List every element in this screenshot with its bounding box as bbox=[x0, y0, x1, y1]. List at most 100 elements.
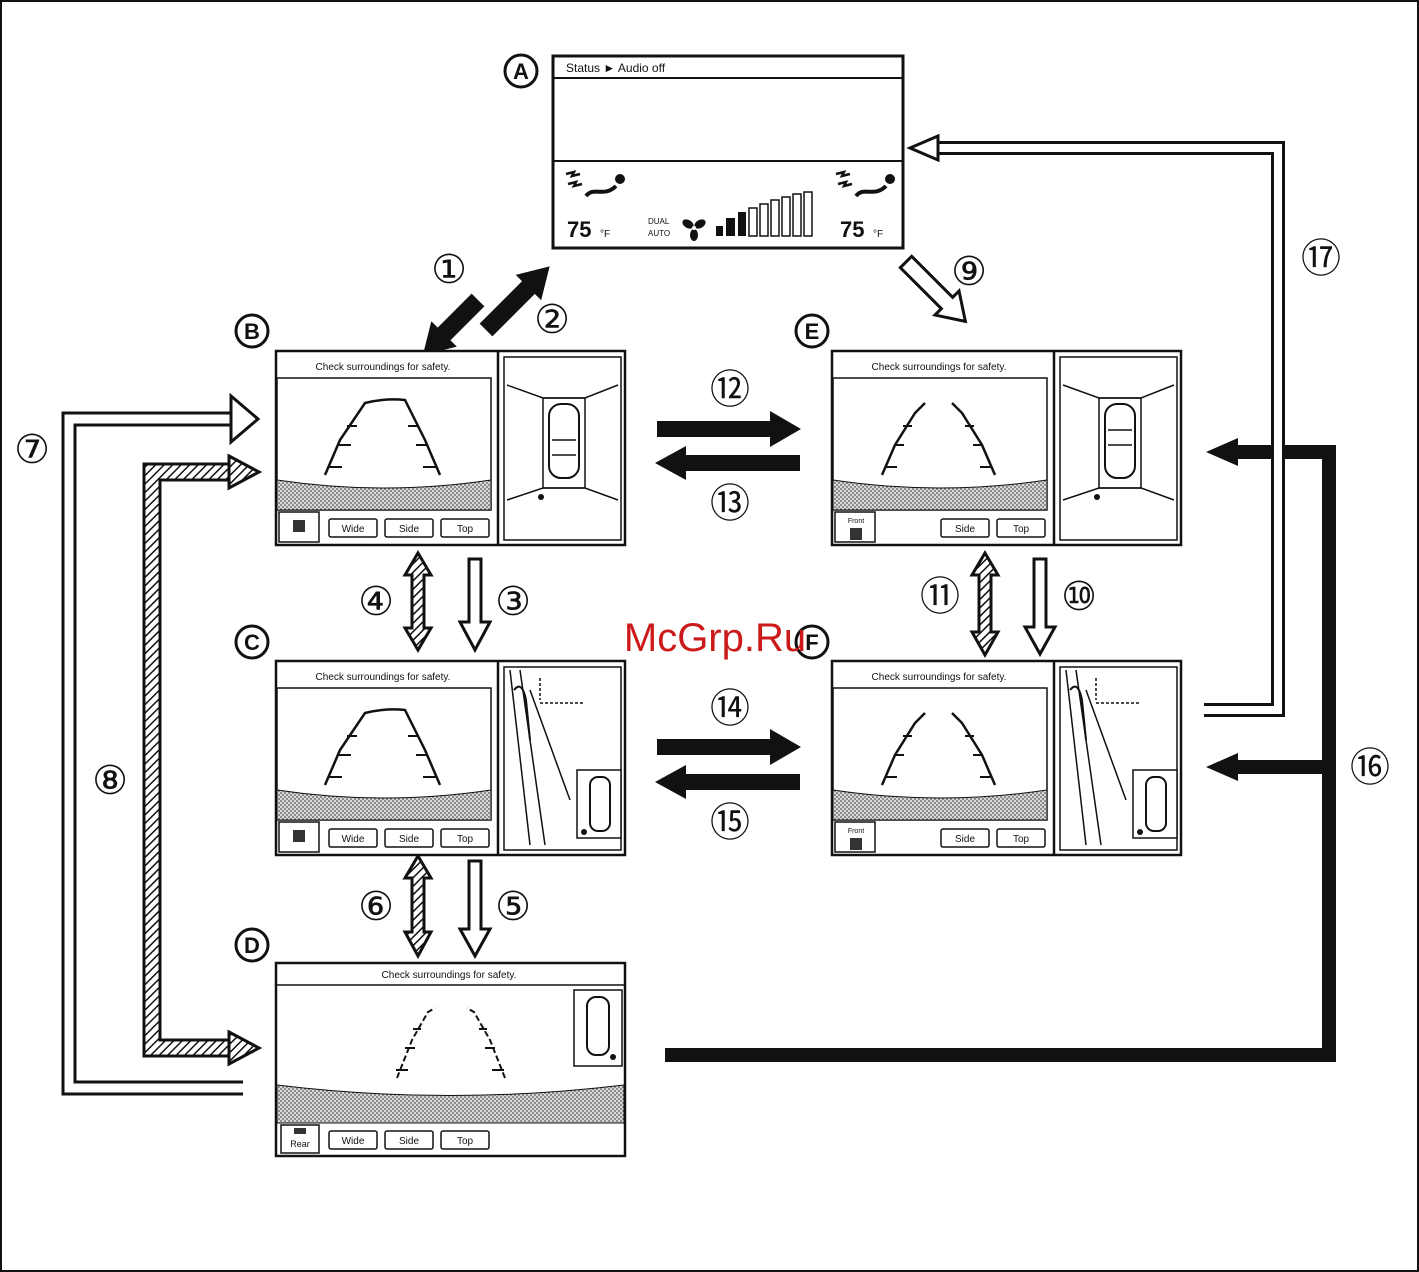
screen-b-top-button: Top bbox=[457, 524, 474, 535]
temp-left-unit: °F bbox=[600, 229, 610, 240]
screen-e-side-button: Side bbox=[955, 524, 975, 535]
connector-16-head-e bbox=[1206, 438, 1238, 466]
screen-b-message: Check surroundings for safety. bbox=[316, 362, 451, 373]
screen-f-message: Check surroundings for safety. bbox=[872, 672, 1007, 683]
screen-d-wide-button: Wide bbox=[342, 1136, 365, 1147]
step-10: ⑩ bbox=[1061, 575, 1097, 619]
temp-right-unit: °F bbox=[873, 229, 883, 240]
connector-12 bbox=[657, 411, 801, 447]
screen-e-top-button: Top bbox=[1013, 524, 1030, 535]
screen-labels: A B C D E F bbox=[234, 53, 830, 963]
step-13: ⑬ bbox=[710, 482, 750, 526]
screen-d-side-button: Side bbox=[399, 1136, 419, 1147]
step-17: ⑰ bbox=[1301, 237, 1341, 281]
screen-b: Check surroundings for safety. Wide Side… bbox=[274, 349, 627, 547]
screen-c-wide-button: Wide bbox=[342, 834, 365, 845]
dual-label: DUAL bbox=[648, 217, 670, 226]
step-7: ⑦ bbox=[14, 428, 50, 472]
connector-10 bbox=[1022, 557, 1058, 658]
connector-2 bbox=[479, 266, 550, 337]
connector-8-head-bottom bbox=[227, 1029, 263, 1067]
screen-f-side-button: Side bbox=[955, 834, 975, 845]
fan-speed-bars bbox=[716, 191, 813, 237]
screen-e-top-view bbox=[1059, 356, 1178, 541]
screen-c-side-button: Side bbox=[399, 834, 419, 845]
connector-11 bbox=[969, 550, 1001, 659]
connector-13 bbox=[655, 446, 800, 480]
screen-c-message: Check surroundings for safety. bbox=[316, 672, 451, 683]
connector-16-head-f bbox=[1206, 753, 1238, 781]
connector-3 bbox=[457, 557, 493, 654]
label-c: C bbox=[244, 630, 260, 655]
screen-b-wide-button: Wide bbox=[342, 524, 365, 535]
connector-7-head bbox=[229, 392, 261, 446]
screen-c-ground bbox=[276, 789, 492, 821]
watermark: McGrp.Ru bbox=[624, 616, 806, 660]
step-8: ⑧ bbox=[92, 759, 128, 803]
screen-b-guideline bbox=[323, 398, 442, 476]
step-16: ⑯ bbox=[1350, 746, 1390, 790]
screen-f: Check surroundings for safety. Front Sid… bbox=[830, 659, 1183, 857]
label-f: F bbox=[805, 630, 818, 655]
screen-b-ground bbox=[276, 479, 492, 511]
fan-icon bbox=[682, 219, 706, 241]
screen-c: Check surroundings for safety. Wide Side… bbox=[274, 659, 627, 857]
screen-f-top-button: Top bbox=[1013, 834, 1030, 845]
connector-9 bbox=[898, 254, 968, 324]
screen-f-ground bbox=[832, 789, 1048, 821]
connector-5 bbox=[457, 859, 493, 960]
screen-e-message: Check surroundings for safety. bbox=[872, 362, 1007, 373]
screen-d-ground bbox=[276, 1084, 625, 1124]
connector-8-fill bbox=[145, 465, 235, 1055]
connector-15 bbox=[655, 765, 800, 799]
screen-c-guideline bbox=[323, 708, 442, 786]
screen-b-side-button: Side bbox=[399, 524, 419, 535]
screen-a-frame bbox=[551, 54, 905, 250]
step-15: ⑮ bbox=[710, 801, 750, 845]
label-e: E bbox=[805, 319, 820, 344]
screen-d-frame bbox=[274, 961, 627, 1158]
step-9: ⑨ bbox=[951, 250, 987, 294]
connector-8-head-top bbox=[227, 453, 263, 491]
connectors bbox=[61, 133, 1336, 1096]
step-2: ② bbox=[534, 298, 570, 342]
screen-e: Check surroundings for safety. Front Sid… bbox=[830, 349, 1183, 547]
connector-14 bbox=[657, 729, 801, 765]
right-climate-icon bbox=[835, 170, 895, 198]
left-climate-icon bbox=[565, 170, 625, 198]
connector-8-outline bbox=[142, 462, 235, 1058]
step-4: ④ bbox=[358, 580, 394, 624]
connector-7-fill bbox=[64, 414, 243, 1093]
screen-f-front-button: Front bbox=[848, 828, 864, 835]
screen-d-message: Check surroundings for safety. bbox=[382, 970, 517, 981]
screen-a: Status ► Audio off 75 °F 75 °F DUAL AUTO bbox=[551, 54, 905, 250]
connector-17-head bbox=[906, 133, 940, 163]
step-11: ⑪ bbox=[920, 575, 960, 619]
screen-b-top-view bbox=[503, 356, 622, 541]
step-14: ⑭ bbox=[710, 687, 750, 731]
screen-e-front-button: Front bbox=[848, 518, 864, 525]
step-numbers: ① ② ③ ④ ⑤ ⑥ ⑦ ⑧ ⑨ ⑩ ⑪ ⑫ ⑬ ⑭ ⑮ ⑯ ⑰ bbox=[14, 237, 1390, 929]
connector-17-fill bbox=[935, 144, 1282, 714]
screen-f-side-view bbox=[1059, 666, 1178, 851]
step-12: ⑫ bbox=[710, 368, 750, 412]
label-d: D bbox=[244, 933, 260, 958]
screen-d-rear-button: Rear bbox=[290, 1139, 310, 1149]
connector-6 bbox=[402, 853, 434, 960]
step-5: ⑤ bbox=[495, 885, 531, 929]
step-3: ③ bbox=[495, 580, 531, 624]
status-text: Status ► Audio off bbox=[566, 61, 666, 75]
auto-label: AUTO bbox=[648, 229, 670, 238]
screen-d: Check surroundings for safety. Rear Wide… bbox=[274, 961, 627, 1158]
screen-d-top-button: Top bbox=[457, 1136, 474, 1147]
screen-c-side-view bbox=[503, 666, 622, 851]
temp-right: 75 bbox=[840, 217, 864, 242]
screen-c-top-button: Top bbox=[457, 834, 474, 845]
connector-4 bbox=[402, 550, 434, 653]
label-a: A bbox=[513, 59, 529, 84]
label-b: B bbox=[244, 319, 260, 344]
temp-left: 75 bbox=[567, 217, 591, 242]
screen-e-ground bbox=[832, 479, 1048, 511]
